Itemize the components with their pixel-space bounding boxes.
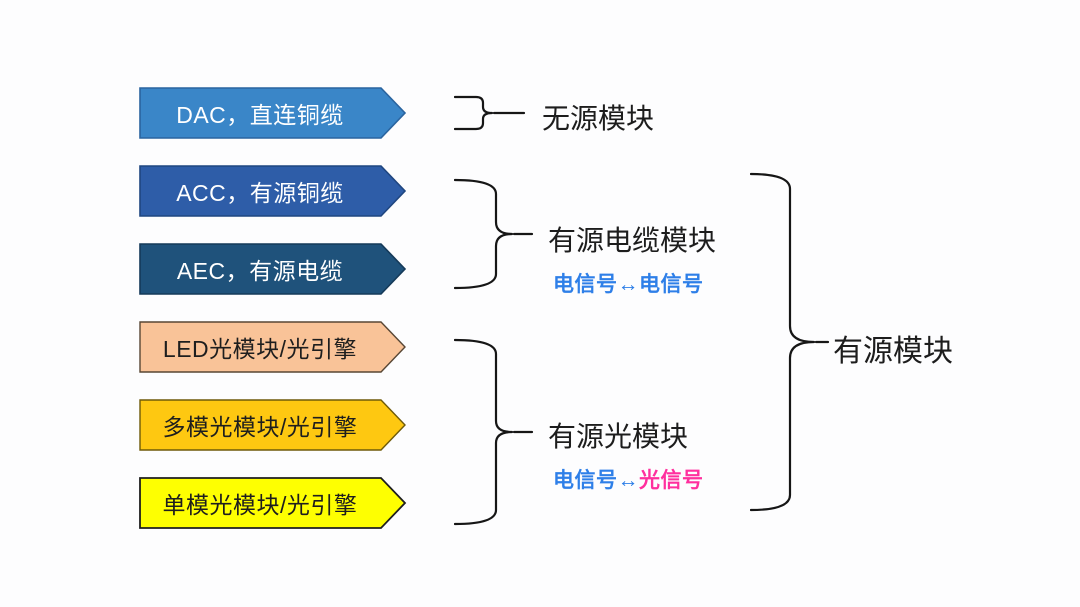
arrow-led: LED光模块/光引擎: [139, 321, 407, 373]
brace-active-cable-icon: [454, 178, 534, 290]
arrow-acc: ACC，有源铜缆: [139, 165, 407, 217]
active-optical-signal-note: 电信号↔光信号: [553, 464, 704, 494]
arrow-shape-icon: [139, 243, 407, 295]
brace-active-all-icon: [750, 172, 830, 512]
arrow-shape-icon: [139, 87, 407, 139]
brace-active-optical-icon: [454, 338, 534, 526]
arrow-dac-label: DAC，直连铜缆: [176, 102, 344, 128]
signal-text-blue: 电信号↔电信号: [553, 273, 704, 296]
signal-text-blue: 电信号↔: [553, 469, 639, 492]
arrow-led-label: LED光模块/光引擎: [162, 336, 358, 362]
arrow-acc-label: ACC，有源铜缆: [176, 180, 344, 206]
brace-passive-icon: [454, 95, 526, 131]
arrow-shape-icon: [139, 165, 407, 217]
arrow-aec: AEC，有源电缆: [139, 243, 407, 295]
arrow-multimode: 多模光模块/光引擎: [139, 399, 407, 451]
active-optical-group-label: 有源光模块: [548, 421, 689, 452]
arrow-singlemode-label: 单模光模块/光引擎: [162, 492, 358, 518]
arrow-shape-icon: [139, 399, 406, 451]
active-cable-signal-note: 电信号↔电信号: [553, 268, 704, 298]
arrow-shape-icon: [139, 477, 407, 529]
arrow-dac: DAC，直连铜缆: [139, 87, 407, 139]
arrow-aec-label: AEC，有源电缆: [176, 258, 344, 284]
arrow-multimode-label: 多模光模块/光引擎: [162, 414, 358, 440]
arrow-shape-icon: [139, 321, 406, 373]
active-cable-group-label: 有源电缆模块: [548, 225, 717, 256]
active-all-group-label: 有源模块: [833, 335, 953, 368]
signal-text-pink: 光信号: [639, 469, 704, 492]
arrow-singlemode: 单模光模块/光引擎: [139, 477, 407, 529]
passive-group-label: 无源模块: [542, 103, 655, 134]
